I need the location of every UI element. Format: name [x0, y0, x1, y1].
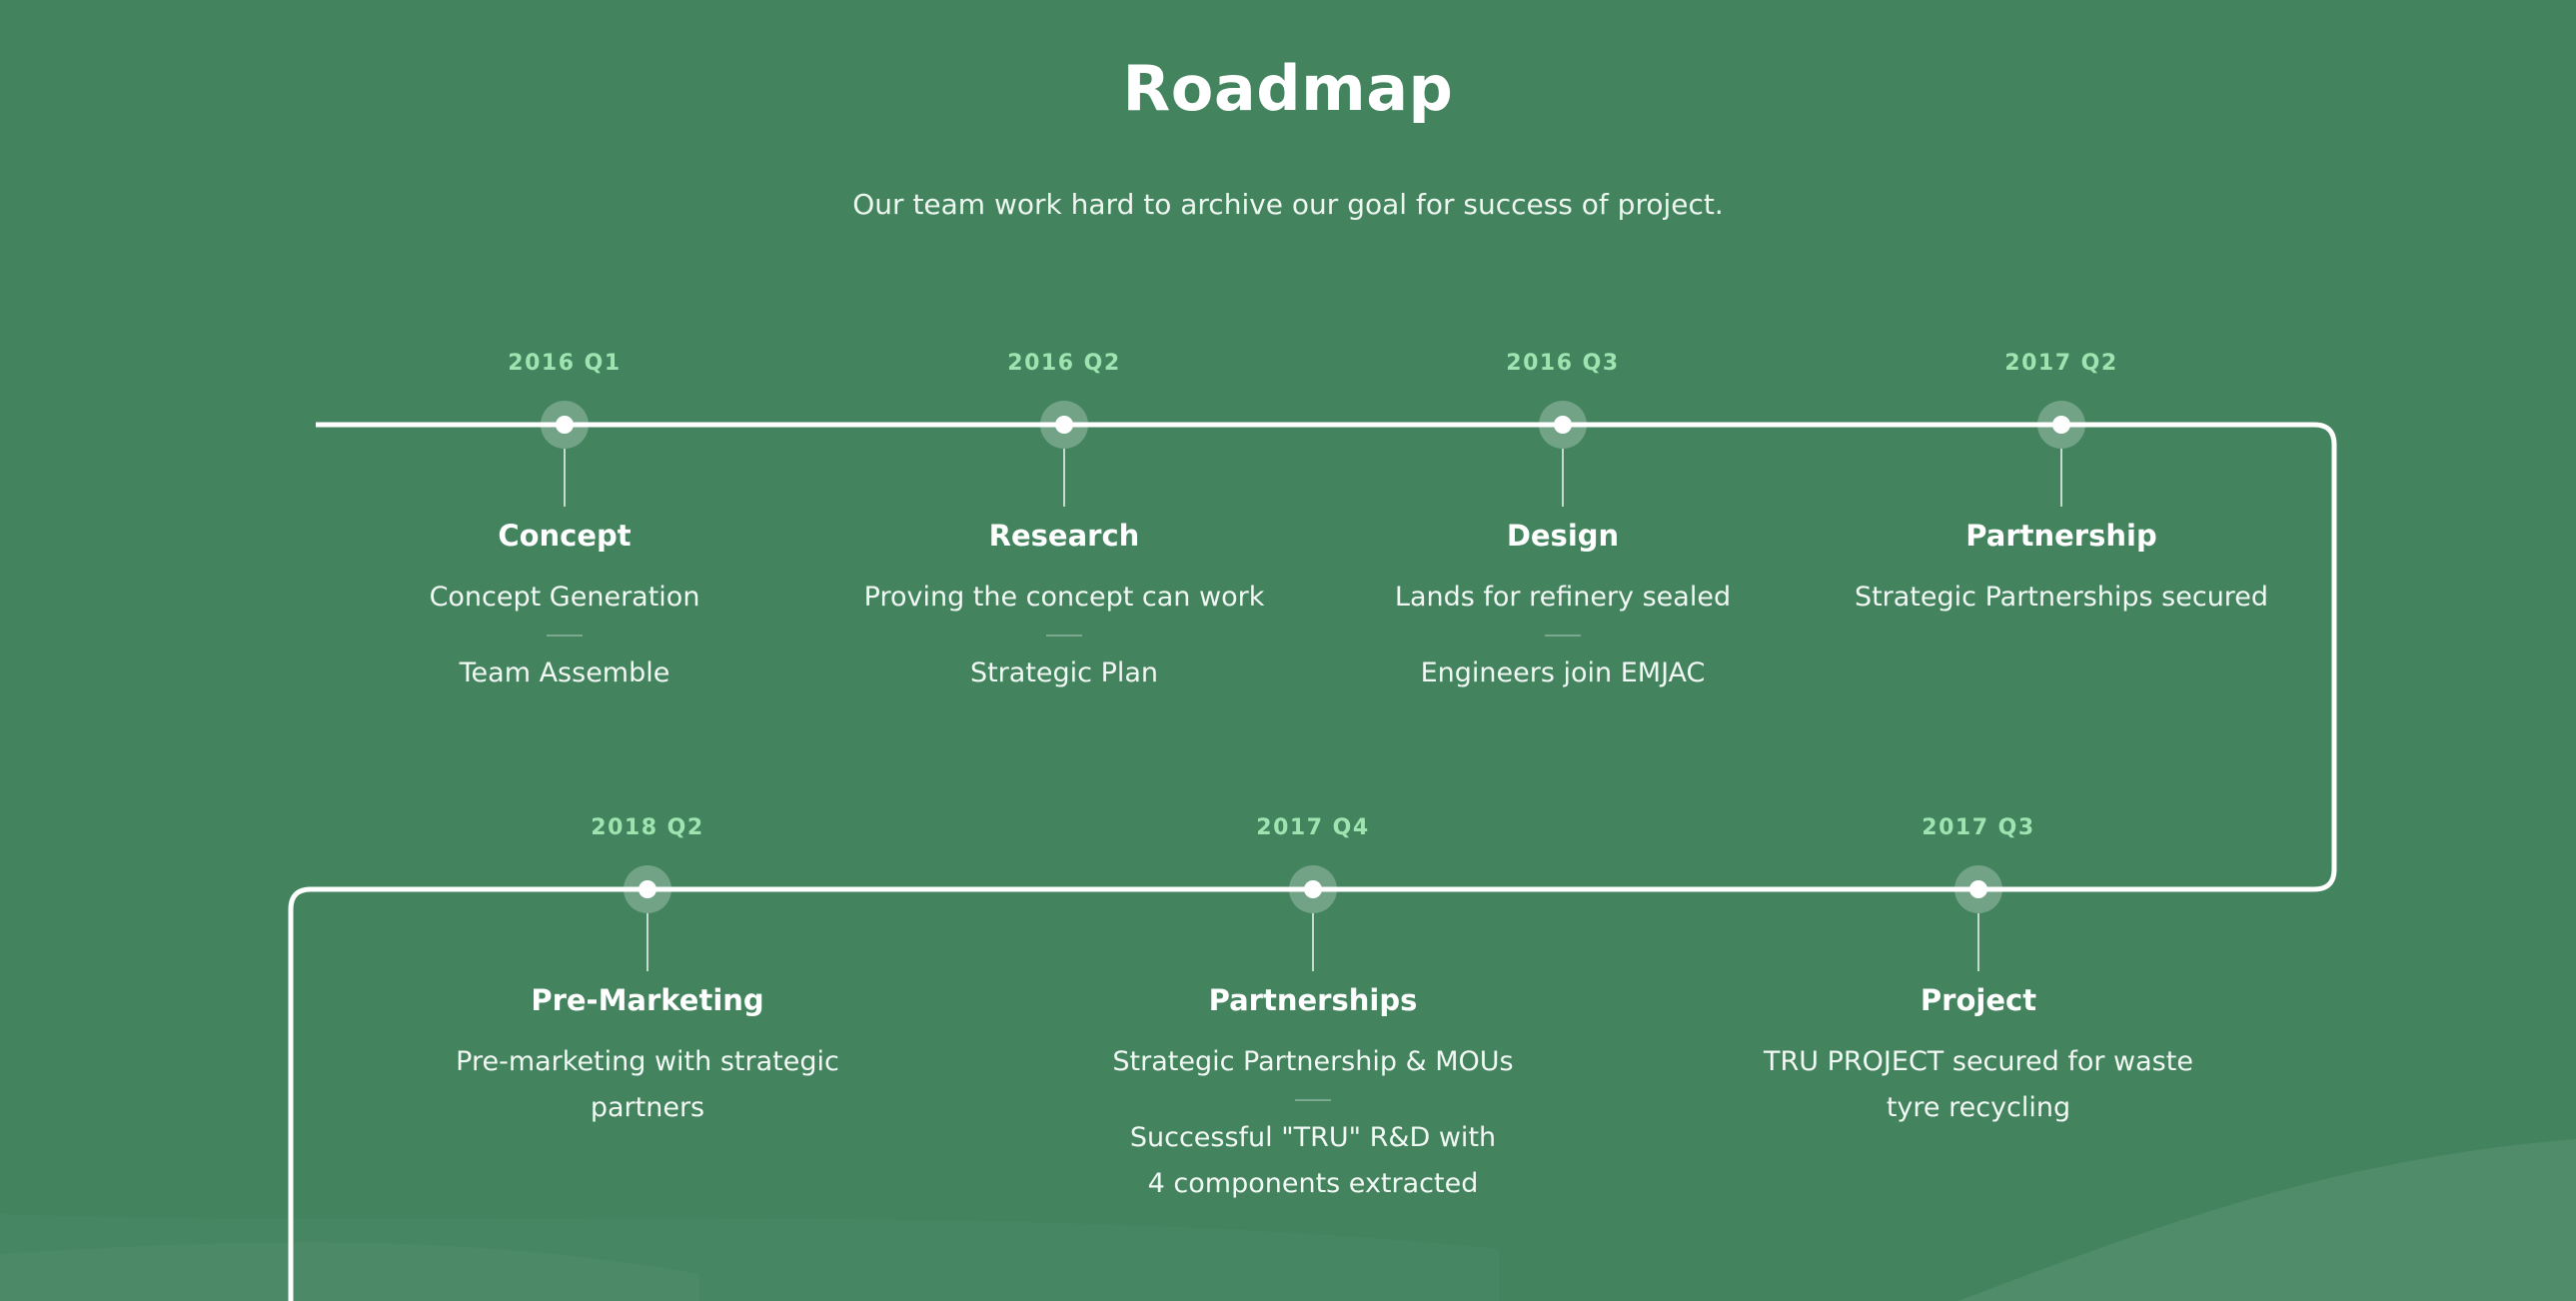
milestone-date: 2017 Q3 — [1922, 815, 2035, 840]
milestone-node — [1954, 865, 2002, 913]
milestone-dot — [1554, 416, 1572, 434]
milestone-divider — [1295, 1099, 1331, 1101]
milestone-item: Successful "TRU" R&D with 4 components e… — [1129, 1122, 1497, 1199]
milestone-node — [1289, 865, 1337, 913]
milestone-title: Research — [988, 519, 1140, 553]
milestone-dot — [1304, 880, 1322, 898]
milestone-node — [1040, 401, 1088, 449]
milestone-title: Concept — [498, 519, 632, 553]
milestone-date: 2016 Q3 — [1506, 351, 1620, 376]
milestone-title: Design — [1506, 519, 1620, 553]
milestone-dot — [2052, 416, 2070, 434]
milestone-node — [2037, 401, 2085, 449]
milestone-connector — [1063, 449, 1065, 507]
milestone-items: Lands for refinery sealed Engineers join… — [1303, 575, 1823, 696]
milestone-item: Strategic Partnership & MOUs — [1112, 1046, 1514, 1077]
milestone-item: Engineers join EMJAC — [1420, 657, 1706, 688]
milestone-date: 2017 Q4 — [1256, 815, 1370, 840]
milestone-items: Proving the concept can work Strategic P… — [804, 575, 1324, 696]
milestone-date: 2016 Q1 — [508, 351, 622, 376]
milestone-connector — [1977, 913, 1979, 971]
milestone-title: Partnerships — [1208, 983, 1418, 1017]
milestone-item: Lands for refinery sealed — [1394, 582, 1732, 613]
milestone-divider — [1046, 635, 1082, 637]
page-subtitle: Our team work hard to archive our goal f… — [852, 188, 1724, 221]
milestone-date: 2018 Q2 — [591, 815, 704, 840]
milestone-title: Partnership — [1965, 519, 2157, 553]
milestone-divider — [547, 635, 583, 637]
milestone-items: Concept Generation Team Assemble — [305, 575, 824, 696]
milestone-dot — [1055, 416, 1073, 434]
milestone-date: 2016 Q2 — [1007, 351, 1121, 376]
milestone-items: TRU PROJECT secured for waste tyre recyc… — [1719, 1039, 2238, 1131]
milestone-item: TRU PROJECT secured for waste tyre recyc… — [1764, 1046, 2193, 1123]
milestone-connector — [2060, 449, 2062, 507]
milestone-item: Strategic Plan — [969, 657, 1159, 688]
milestone-connector — [1312, 913, 1314, 971]
milestone-item: Pre-marketing with strategic partners — [456, 1046, 839, 1123]
milestone-connector — [646, 913, 648, 971]
milestone-items: Pre-marketing with strategic partners — [388, 1039, 907, 1131]
milestone-divider — [1545, 635, 1581, 637]
page-title: Roadmap — [1122, 52, 1454, 125]
milestone-title: Project — [1920, 983, 2037, 1017]
milestone-node — [624, 865, 671, 913]
milestone-item: Team Assemble — [459, 657, 670, 688]
milestone-dot — [556, 416, 574, 434]
milestone-node — [1539, 401, 1587, 449]
milestone-item: Concept Generation — [429, 582, 700, 613]
milestone-item: Proving the concept can work — [863, 582, 1265, 613]
milestone-connector — [1562, 449, 1564, 507]
milestone-items: Strategic Partnership & MOUs Successful … — [1053, 1039, 1573, 1207]
milestone-dot — [639, 880, 656, 898]
milestone-item: Strategic Partnerships secured — [1854, 582, 2269, 613]
milestone-items: Strategic Partnerships secured — [1802, 575, 2321, 621]
milestone-connector — [564, 449, 566, 507]
milestone-node — [541, 401, 589, 449]
milestone-date: 2017 Q2 — [2004, 351, 2118, 376]
milestone-title: Pre-Marketing — [531, 983, 764, 1017]
milestone-dot — [1969, 880, 1987, 898]
